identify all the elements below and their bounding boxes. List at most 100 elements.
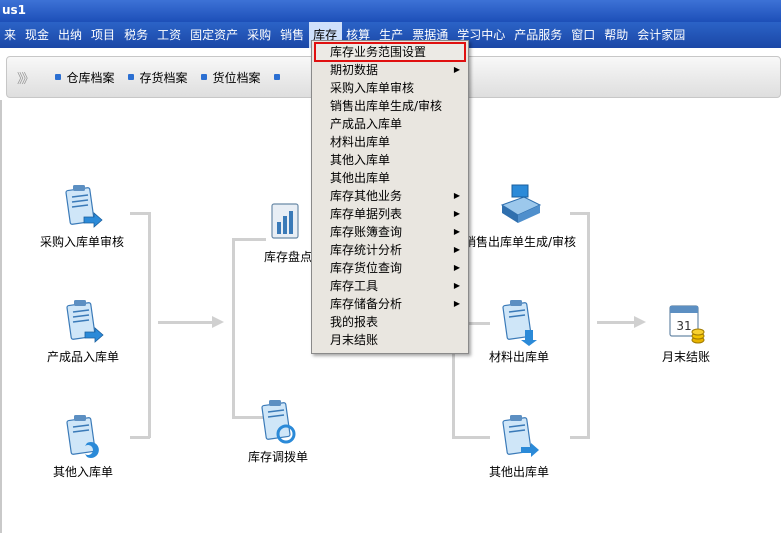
menu-option-label: 产成品入库单 [330,117,403,131]
connector-line [570,436,590,439]
window-title-bar: us1 [0,0,781,22]
submenu-arrow-icon: ▶ [453,245,460,254]
menu-option-label: 库存统计分析 [330,243,403,257]
menu-option-label: 库存储备分析 [330,297,403,311]
toolbar-item-label: 货位档案 [212,70,261,85]
menu-item-project[interactable]: 项目 [91,28,116,42]
connector-line [212,316,224,328]
menu-option-month-end[interactable]: 月末结账 [312,331,468,349]
submenu-arrow-icon: ▶ [453,191,460,200]
node-label: 其他出库单 [489,465,550,479]
menu-option-location-query[interactable]: 库存货位查询▶ [312,259,468,277]
node-purchase-in-audit[interactable]: 采购入库单审核 [40,183,124,250]
calendar-coins-icon: 31 [669,305,705,344]
node-label: 其他入库单 [53,465,114,479]
bullet-icon [273,74,280,80]
menu-option-opening-data[interactable]: 期初数据▶ [312,61,468,79]
menu-option-tools[interactable]: 库存工具▶ [312,277,468,295]
menu-option-label: 库存业务范围设置 [330,45,427,59]
node-transfer[interactable]: 库存调拨单 [248,398,308,465]
document-icon [66,300,104,343]
menu-item-products[interactable]: 产品服务 [514,28,563,42]
node-stock-count[interactable]: 库存盘点 [264,198,312,265]
menu-option-stat-analysis[interactable]: 库存统计分析 ▶ [312,241,468,259]
connector-line [232,416,266,419]
menu-item-tax[interactable]: 税务 [124,28,149,42]
menu-option-purchase-in-audit[interactable]: 采购入库单审核 [312,79,468,97]
menu-option-label: 材料出库单 [330,135,391,149]
computer-icon [500,184,542,223]
submenu-arrow-icon: ▶ [453,281,460,290]
main-menubar: 来 现金 出纳 项目 税务 工资 固定资产 采购 销售 库存 核算 生产 票据通… [0,22,781,48]
node-sales-out[interactable]: 销售出库单生成/审核 [464,183,576,250]
toolbar-warehouse-archive[interactable]: 仓库档案 [54,69,115,86]
menu-item-accounting-home[interactable]: 会计家园 [637,28,686,42]
toolbar-grip[interactable]: 》》 [17,71,34,87]
left-panel-edge [0,100,2,533]
menu-option-ledger-query[interactable]: 库存账簿查询▶ [312,223,468,241]
document-icon [261,400,296,444]
svg-text:31: 31 [676,319,691,333]
toolbar-inventory-archive[interactable]: 存货档案 [127,69,188,86]
node-label: 库存调拨单 [248,450,309,464]
bullet-icon [54,74,61,80]
menu-option-sales-out[interactable]: 销售出库单生成/审核 [312,97,468,115]
node-product-in[interactable]: 产成品入库单 [47,298,119,365]
menu-option-doc-list[interactable]: 库存单据列表▶ [312,205,468,223]
menu-option-label: 销售出库单生成/审核 [330,99,443,113]
menu-option-label: 月末结账 [330,333,379,347]
menu-item-purchase[interactable]: 采购 [247,28,272,42]
document-icon [65,185,103,228]
menu-option-other-out[interactable]: 其他出库单 [312,169,468,187]
bullet-icon [127,74,134,80]
inventory-dropdown-menu: 库存业务范围设置 期初数据▶ 采购入库单审核 销售出库单生成/审核 产成品入库单… [311,40,469,354]
connector-line [597,321,635,324]
connector-line [452,322,490,325]
menu-option-label: 库存账簿查询 [330,225,403,239]
menu-option-other-business[interactable]: 库存其他业务 ▶ [312,187,468,205]
menu-option-scope-settings[interactable]: 库存业务范围设置 [314,42,466,62]
menu-option-my-reports[interactable]: 我的报表 [312,313,468,331]
menu-option-label: 其他入库单 [330,153,391,167]
menu-item-payroll[interactable]: 工资 [157,28,182,42]
chart-document-icon [271,203,299,239]
menu-option-label: 期初数据 [330,63,379,77]
menu-option-product-in[interactable]: 产成品入库单 [312,115,468,133]
document-icon [502,300,537,346]
menu-item-help[interactable]: 帮助 [604,28,629,42]
connector-line [634,316,646,328]
menu-item-cashier[interactable]: 出纳 [58,28,83,42]
menu-option-material-out[interactable]: 材料出库单 [312,133,468,151]
node-label: 采购入库单审核 [40,235,125,249]
node-month-end[interactable]: 31 月末结账 [662,298,710,365]
document-icon [502,415,539,457]
menu-item-learning[interactable]: 学习中心 [457,28,506,42]
menu-option-reserve-analysis[interactable]: 库存储备分析 ▶ [312,295,468,313]
submenu-arrow-icon: ▶ [453,299,460,308]
node-other-out[interactable]: 其他出库单 [489,413,549,480]
bullet-icon [200,74,207,80]
window-title: us1 [2,3,27,17]
node-material-out[interactable]: 材料出库单 [489,298,549,365]
menu-item-sales[interactable]: 销售 [280,28,305,42]
connector-line [452,436,490,439]
menu-option-label: 库存其他业务 [330,189,403,203]
menu-item-fixed-assets[interactable]: 固定资产 [190,28,239,42]
node-other-in[interactable]: 其他入库单 [53,413,113,480]
menu-item-cash[interactable]: 现金 [25,28,50,42]
menu-item-accounting[interactable]: 核算 [346,28,371,42]
connector-line [158,321,213,324]
menu-option-label: 库存单据列表 [330,207,403,221]
toolbar-item-label: 存货档案 [139,70,188,85]
toolbar-location-archive[interactable]: 货位档案 [200,69,261,86]
menu-item-production[interactable]: 生产 [379,28,404,42]
connector-line [130,436,150,439]
connector-line [587,212,590,438]
submenu-arrow-icon: ▶ [453,263,460,272]
toolbar-item-hidden[interactable] [273,74,286,80]
menu-item-lai[interactable]: 来 [4,28,17,42]
menu-option-other-in[interactable]: 其他入库单 [312,151,468,169]
menu-item-window[interactable]: 窗口 [571,28,596,42]
node-label: 材料出库单 [489,350,550,364]
menu-item-bills[interactable]: 票据通 [412,28,449,42]
